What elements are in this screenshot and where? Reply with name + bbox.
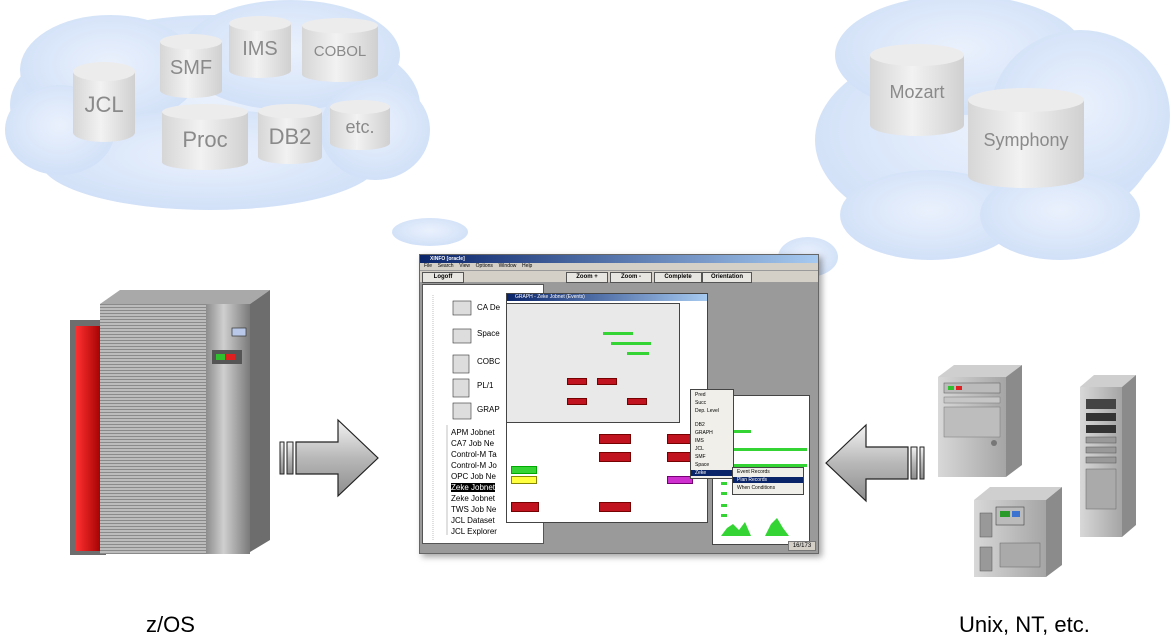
menu-view[interactable]: View (459, 263, 470, 269)
graph-node[interactable] (599, 452, 631, 462)
graph-node (627, 398, 647, 405)
tree-item[interactable]: APM Jobnet (451, 428, 495, 437)
complete-button[interactable]: Complete (654, 272, 702, 283)
graph-window-title: GRAPH - Zeke Jobnet (Events) (507, 294, 707, 301)
tree-item[interactable]: JCL Dataset (451, 516, 495, 525)
overview-window (506, 303, 680, 423)
chart-bar (721, 464, 807, 467)
chart-bar (721, 482, 727, 485)
cylinder-label: COBOL (313, 43, 367, 61)
tree-item[interactable]: PL/1 (477, 381, 494, 390)
cylinder-label: JCL (84, 92, 124, 118)
chart-bar (721, 448, 807, 451)
graph-node (567, 398, 587, 405)
zoom-in-button[interactable]: Zoom + (566, 272, 608, 283)
servers-icon (938, 365, 1136, 577)
graph-node[interactable] (599, 434, 631, 444)
bubble (392, 218, 468, 246)
logoff-button[interactable]: Logoff (422, 272, 464, 283)
chart-bar (721, 492, 727, 495)
submenu-item-event-records[interactable]: Event Records (737, 469, 770, 475)
tree-item[interactable]: CA7 Job Ne (451, 439, 495, 448)
menu-window[interactable]: Window (498, 263, 517, 269)
graph-node (597, 378, 617, 385)
gantt-bar (627, 352, 649, 355)
activity-graph (721, 518, 789, 536)
status-counter: 16/173 (788, 541, 816, 551)
menu-options[interactable]: Options (475, 263, 493, 269)
tree-item[interactable]: CA De (477, 303, 501, 312)
menu-item-graph[interactable]: GRAPH (695, 430, 713, 436)
database-cylinder-icon: Mozart (870, 44, 964, 136)
chart-bar (721, 514, 727, 517)
menu-item-space[interactable]: Space (695, 462, 710, 468)
cylinder-label: Mozart (889, 81, 945, 102)
toolbar: Logoff Zoom + Zoom - Complete Orientatio… (420, 271, 818, 283)
tree-item[interactable]: TWS Job Ne (451, 505, 497, 514)
tree-item[interactable]: COBC (477, 357, 501, 366)
arrow-left-icon (825, 423, 925, 503)
cylinder-label: etc. (345, 116, 375, 137)
cylinder-label: IMS (242, 38, 278, 60)
graph-node[interactable] (599, 502, 631, 512)
database-cylinder-icon: DB2 (258, 104, 322, 164)
menu-item-succ[interactable]: Succ (695, 400, 707, 406)
caption-unix-nt: Unix, NT, etc. (959, 612, 1090, 637)
database-cylinder-icon: Proc (162, 104, 248, 170)
database-cylinder-icon: COBOL (302, 18, 378, 82)
tree-item[interactable]: GRAP (477, 405, 500, 414)
tree-item[interactable]: Control-M Ta (451, 450, 497, 459)
window-title: XINFO [oracle] (420, 255, 818, 263)
cylinder-label: DB2 (268, 124, 312, 150)
tree-item[interactable]: OPC Job Ne (451, 472, 496, 481)
chart-bar (721, 430, 751, 433)
tree-item[interactable]: Zeke Jobnet (451, 494, 496, 503)
database-cylinder-icon: JCL (73, 62, 135, 142)
gantt-bar (603, 332, 633, 335)
menu-help[interactable]: Help (522, 263, 533, 269)
menu-item-ims[interactable]: IMS (695, 438, 704, 444)
database-cylinder-icon: IMS (229, 16, 291, 78)
mainframe-server-icon (70, 290, 270, 555)
database-cylinder-icon: SMF (160, 34, 222, 98)
tree-item[interactable]: JCL Explorer (451, 527, 497, 536)
submenu-item-plan-records[interactable]: Plan Records (733, 477, 803, 483)
tree-item[interactable]: Control-M Jo (451, 461, 497, 470)
cylinder-label: Symphony (983, 129, 1069, 150)
graph-node-purple[interactable] (667, 476, 693, 484)
graph-node[interactable] (511, 502, 539, 512)
database-cylinder-icon: etc. (330, 100, 390, 150)
chart-bar (721, 504, 727, 507)
context-menu: Pred Succ Dep. Level DB2 GRAPH IMS JCL S… (690, 389, 734, 479)
menu-item-jcl[interactable]: JCL (695, 446, 704, 452)
database-cylinder-icon: Symphony (968, 88, 1084, 188)
caption-zos: z/OS (146, 612, 195, 637)
submenu: Event Records Plan Records When Conditio… (732, 467, 804, 495)
menu-item-pred[interactable]: Pred (695, 392, 706, 398)
menu-bar: File Search View Options Window Help (420, 263, 818, 270)
graph-node-green[interactable] (511, 466, 537, 474)
menu-item-zeke[interactable]: Zeke (691, 470, 733, 476)
menu-item-db2[interactable]: DB2 (695, 422, 705, 428)
application-screenshot: XINFO [oracle] File Search View Options … (419, 254, 819, 554)
cylinder-label: Proc (182, 127, 228, 153)
cylinder-label: SMF (169, 57, 213, 79)
tree-item-selected[interactable]: Zeke Jobnet (451, 483, 496, 492)
arrow-right-icon (279, 418, 379, 498)
menu-item-smf[interactable]: SMF (695, 454, 706, 460)
menu-search[interactable]: Search (437, 263, 454, 269)
graph-node (567, 378, 587, 385)
submenu-item-when-conditions[interactable]: When Conditions (737, 485, 776, 491)
menu-item-dep-level[interactable]: Dep. Level (695, 408, 719, 414)
zoom-out-button[interactable]: Zoom - (610, 272, 652, 283)
graph-node-yellow[interactable] (511, 476, 537, 484)
tree-item[interactable]: Space (477, 329, 500, 338)
orientation-button[interactable]: Orientation (702, 272, 752, 283)
tree-lines (432, 295, 472, 540)
gantt-bar (611, 342, 651, 345)
menu-file[interactable]: File (424, 263, 433, 269)
